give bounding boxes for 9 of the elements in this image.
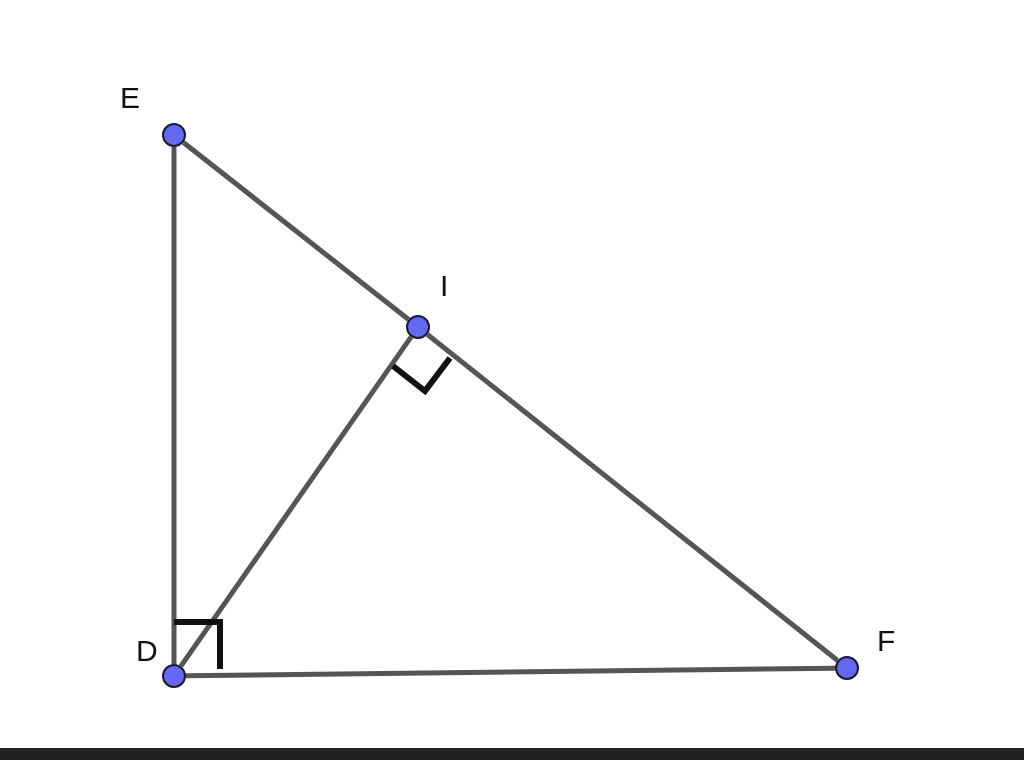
line-segment	[185, 665, 836, 679]
point-label: D	[136, 636, 158, 666]
line-segment	[171, 147, 177, 664]
point-label: E	[120, 83, 140, 113]
line-segment	[181, 140, 411, 322]
line-segment	[178, 335, 414, 668]
point-label: I	[440, 271, 449, 301]
point-label: F	[877, 626, 896, 656]
line-segment	[425, 332, 840, 663]
